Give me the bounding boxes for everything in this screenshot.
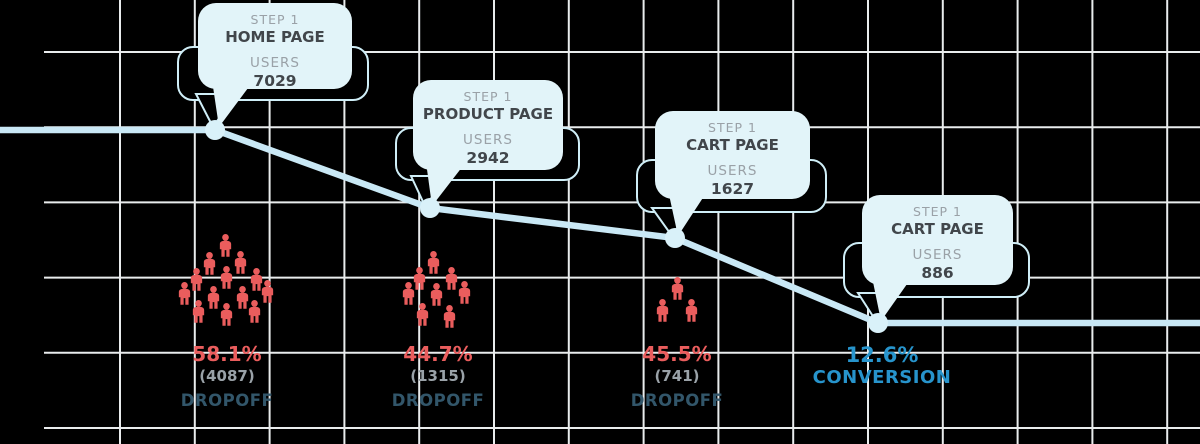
users-value: 886: [921, 264, 954, 282]
person-icon: [671, 277, 684, 300]
dropoff-stat-2: 44.7% (1315) DROPOFF: [350, 344, 526, 410]
person-icon: [458, 281, 471, 304]
dropoff-crowd-3: [656, 277, 698, 322]
person-icon: [261, 280, 274, 303]
dropoff-percent: 58.1%: [192, 342, 262, 366]
data-point-marker[interactable]: [665, 228, 685, 248]
person-icon: [207, 286, 220, 309]
person-icon: [219, 234, 232, 257]
callout-tail: [212, 80, 254, 127]
dropoff-count: (741): [654, 367, 700, 385]
dropoff-stat-3: 45.5% (741) DROPOFF: [589, 344, 765, 410]
users-value: 7029: [253, 72, 297, 90]
step-badge: STEP 1: [708, 120, 757, 135]
person-icon: [443, 305, 456, 328]
users-label: USERS: [707, 163, 758, 179]
dropoff-percent: 44.7%: [403, 342, 473, 366]
person-icon: [427, 251, 440, 274]
users-label: USERS: [250, 55, 300, 71]
dropoff-label: DROPOFF: [180, 391, 274, 410]
grid-lines: [44, 0, 1200, 444]
person-icon: [685, 299, 698, 322]
callout-checkout-page: STEP 1 CART PAGE USERS 886: [862, 195, 1013, 285]
step-badge: STEP 1: [250, 12, 300, 27]
person-icon: [234, 251, 247, 274]
person-icon: [248, 300, 261, 323]
page-name: CART PAGE: [891, 220, 984, 238]
dropoff-stat-1: 58.1% (4087) DROPOFF: [139, 344, 315, 410]
dropoff-crowd-2: [402, 251, 471, 328]
person-icon: [430, 283, 443, 306]
callout-tail: [668, 190, 708, 236]
data-point-marker[interactable]: [868, 313, 888, 333]
callout-product-page: STEP 1 PRODUCT PAGE USERS 2942: [413, 80, 563, 170]
users-label: USERS: [463, 132, 513, 148]
data-point-markers: [205, 120, 888, 333]
users-label: USERS: [912, 247, 963, 263]
person-icon: [203, 252, 216, 275]
dropoff-label: DROPOFF: [391, 391, 485, 410]
page-name: HOME PAGE: [225, 28, 325, 46]
callout-tails: [212, 80, 912, 321]
dropoff-label: DROPOFF: [630, 391, 724, 410]
person-icon: [445, 267, 458, 290]
person-icon: [190, 268, 203, 291]
person-icon: [220, 303, 233, 326]
conversion-percent: 12.6%: [845, 343, 919, 367]
person-icon: [402, 282, 415, 305]
dropoff-count: (4087): [199, 367, 255, 385]
person-icon: [236, 286, 249, 309]
users-value: 2942: [466, 149, 510, 167]
person-icon: [656, 299, 669, 322]
dropoff-count: (1315): [410, 367, 466, 385]
callout-tail: [872, 277, 912, 321]
conversion-label: CONVERSION: [812, 367, 952, 388]
person-icon: [178, 282, 191, 305]
data-point-marker[interactable]: [205, 120, 225, 140]
person-icon: [250, 268, 263, 291]
funnel-line: [0, 126, 1200, 327]
users-value: 1627: [710, 180, 755, 198]
callout-cart-page: STEP 1 CART PAGE USERS 1627: [655, 111, 810, 199]
dropoff-percent: 45.5%: [642, 342, 712, 366]
callout-home-page: STEP 1 HOME PAGE USERS 7029: [198, 3, 352, 90]
conversion-stat: 12.6% CONVERSION: [794, 344, 970, 388]
person-icon: [220, 266, 233, 289]
step-badge: STEP 1: [463, 89, 513, 104]
callout-tail: [426, 162, 466, 206]
data-point-marker[interactable]: [420, 198, 440, 218]
dropoff-crowd-1: [178, 234, 274, 326]
page-name: PRODUCT PAGE: [422, 105, 554, 123]
page-name: CART PAGE: [686, 136, 779, 154]
step-badge: STEP 1: [913, 204, 962, 219]
